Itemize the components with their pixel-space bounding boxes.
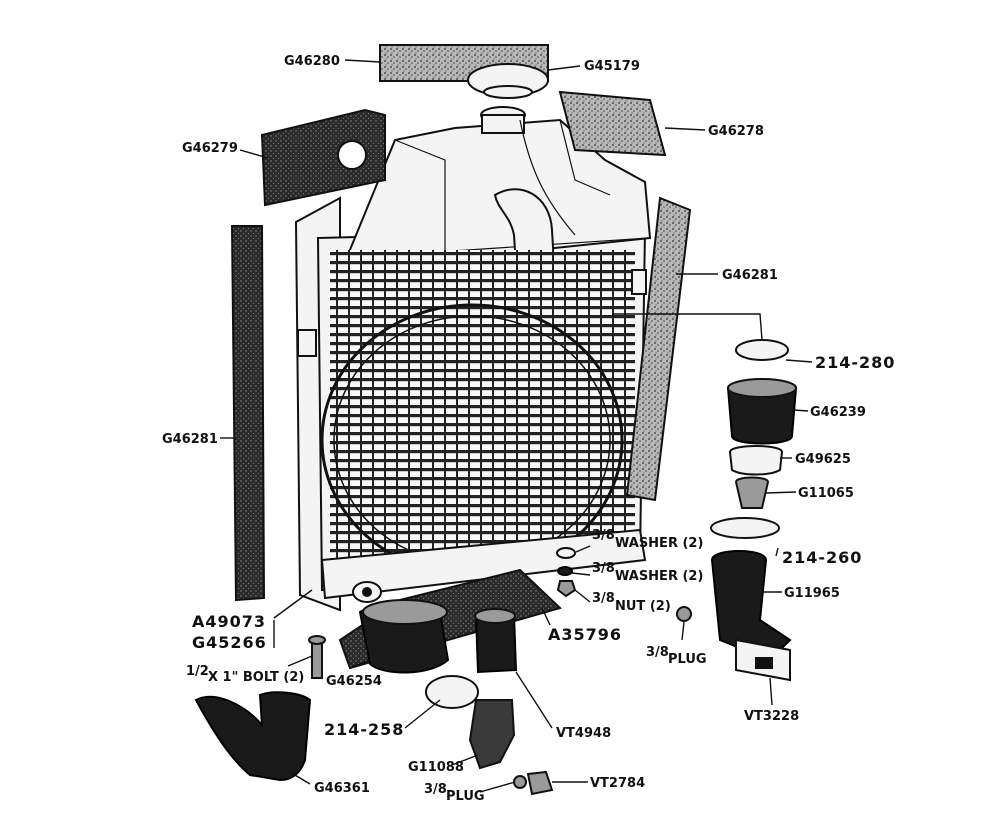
plug-right-fraction: 3/8	[646, 645, 669, 660]
label-g46361: G46361	[314, 781, 370, 796]
leader-lines	[220, 59, 813, 793]
plug-bottom-part	[513, 775, 527, 789]
callout-plug-right: 3/8 PLUG	[646, 645, 707, 667]
part-g11965-water-outlet	[710, 550, 792, 662]
washer-1-part	[556, 547, 576, 559]
label-g11065: G11065	[798, 486, 854, 501]
label-g46239: G46239	[810, 405, 866, 420]
radiator-bottom-tank	[320, 528, 647, 600]
part-214-258-hose-clamp	[425, 675, 479, 709]
part-214-260-hose-clamp	[710, 517, 780, 539]
part-g11065-thermostat	[734, 476, 770, 509]
callout-washer-2: 3/8 WASHER (2)	[592, 561, 703, 584]
label-plug-right: PLUG	[668, 652, 707, 667]
nut-fraction: 3/8	[592, 591, 615, 606]
part-214-280-hose-clamp	[735, 339, 789, 361]
plug-right-part	[676, 606, 692, 622]
label-g49625: G49625	[795, 452, 851, 467]
label-washer-2: WASHER (2)	[615, 569, 703, 584]
callout-washer-1: 3/8 WASHER (2)	[592, 528, 703, 551]
part-g46281-right-seal	[625, 196, 692, 502]
label-a49073: A49073	[192, 612, 266, 631]
callout-plug-bottom: 3/8 PLUG	[424, 782, 485, 804]
right-mount-bracket	[631, 269, 647, 295]
label-214-258: 214-258	[324, 720, 404, 739]
label-g45179: G45179	[584, 59, 640, 74]
callout-bolt: 1/2 X 1" BOLT (2)	[186, 664, 304, 685]
part-g46279-left-baffle	[260, 108, 386, 207]
label-vt2784: VT2784	[590, 776, 645, 791]
part-vt4948-hose	[474, 615, 518, 674]
label-vt3228: VT3228	[744, 709, 799, 724]
label-g46279: G46279	[182, 141, 238, 156]
label-g46254: G46254	[326, 674, 382, 689]
bolt-fraction: 1/2	[186, 664, 209, 679]
part-g46278-right-baffle	[558, 90, 667, 157]
labels: G46280 G45179 G46279 G46278 G46281 214-2…	[162, 54, 895, 804]
label-nut: NUT (2)	[615, 599, 671, 614]
label-g46281-right: G46281	[722, 268, 778, 283]
nut-part	[556, 580, 577, 598]
part-g49625-gasket	[728, 445, 784, 476]
left-mount-bracket	[297, 329, 317, 357]
label-g46280: G46280	[284, 54, 340, 69]
label-vt4948: VT4948	[556, 726, 611, 741]
plug-bottom-fraction: 3/8	[424, 782, 447, 797]
label-214-280: 214-280	[815, 353, 895, 372]
radiator-core	[330, 250, 635, 560]
label-bolt: X 1" BOLT (2)	[208, 670, 304, 685]
label-g11088: G11088	[408, 760, 464, 775]
part-g11088-elbow	[468, 699, 516, 770]
washer-1-fraction: 3/8	[592, 528, 615, 543]
label-g11965: G11965	[784, 586, 840, 601]
part-g46361-lower-hose	[194, 691, 312, 782]
label-g45266: G45266	[192, 633, 267, 652]
label-a35796: A35796	[548, 625, 622, 644]
label-washer-1: WASHER (2)	[615, 536, 703, 551]
part-g46281-left-seal	[230, 225, 266, 602]
washer-2-fraction: 3/8	[592, 561, 615, 576]
label-g46281-left: G46281	[162, 432, 218, 447]
label-plug-bottom: PLUG	[446, 789, 485, 804]
washer-2-part	[557, 566, 573, 576]
radiator-assembly	[294, 106, 652, 612]
callout-nut: 3/8 NUT (2)	[592, 591, 671, 614]
part-vt2784-fitting	[526, 770, 554, 796]
label-g46278: G46278	[708, 124, 764, 139]
bolt-part	[311, 639, 323, 679]
label-214-260: 214-260	[782, 548, 862, 567]
